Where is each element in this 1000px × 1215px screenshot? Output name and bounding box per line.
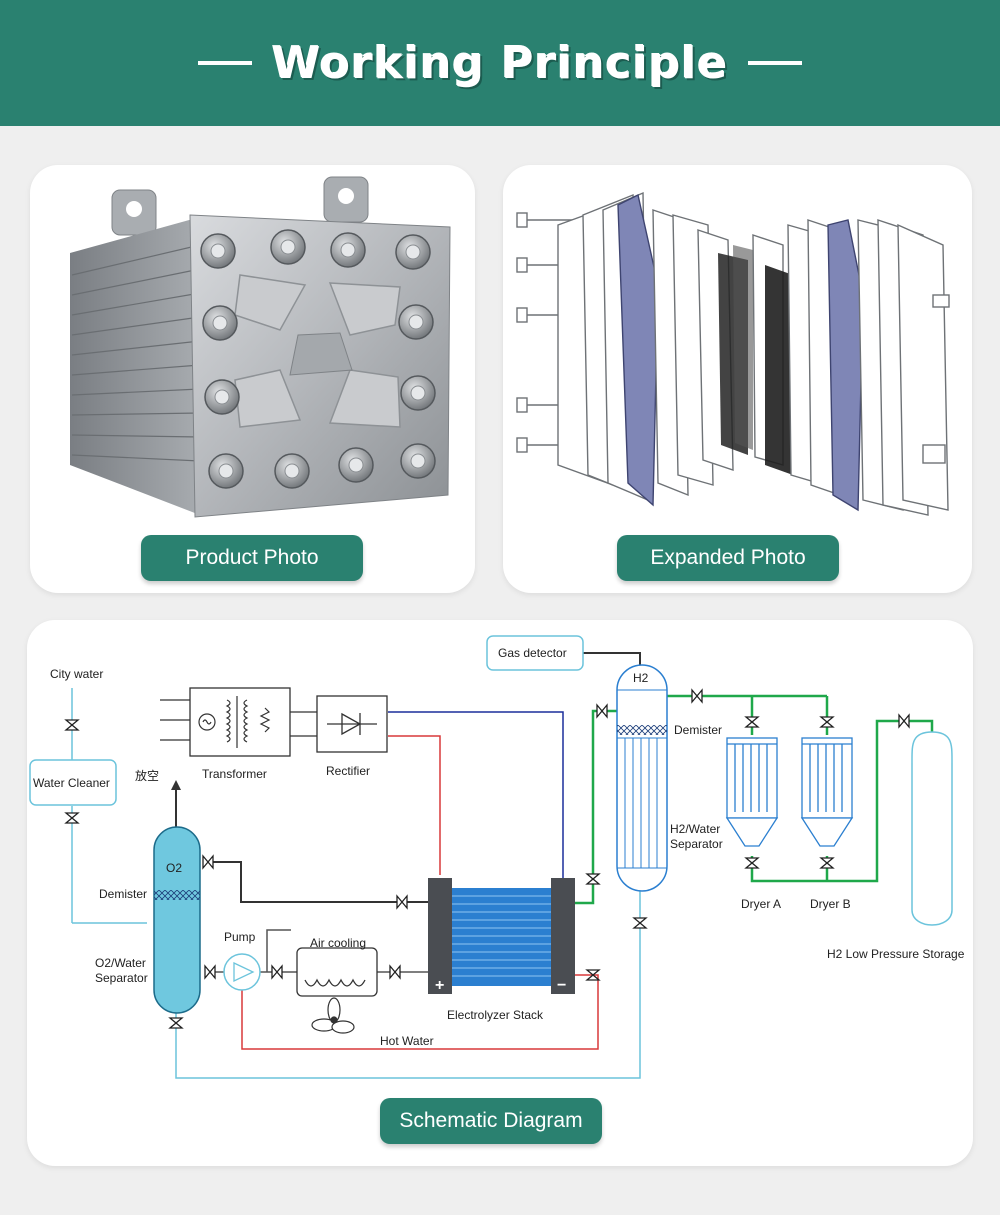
water-cleaner-box [29, 759, 117, 806]
city-water-label: City water [50, 667, 103, 681]
dryer-a [725, 737, 779, 847]
transformer-box [189, 687, 291, 757]
gas-detector-box [486, 635, 584, 671]
page-header: Working Principle [0, 0, 1000, 126]
dryer-b-label: Dryer B [810, 897, 851, 911]
product-photo-card: Product Photo [30, 165, 475, 593]
o2-label: O2 [166, 861, 182, 875]
stack-body [452, 888, 551, 986]
o2-separator-label-1: O2/Water [95, 956, 146, 970]
hot-water-label: Hot Water [380, 1034, 434, 1048]
expanded-photo-label: Expanded Photo [617, 535, 839, 581]
schematic-diagram-label: Schematic Diagram [380, 1098, 602, 1144]
o2-separator [153, 826, 201, 1014]
pump-icon [223, 953, 261, 991]
stack-plus-sign: + [435, 977, 444, 994]
product-photo [70, 176, 451, 518]
demister-left-label: Demister [99, 887, 147, 901]
o2-separator-label-2: Separator [95, 971, 148, 985]
stack-label: Electrolyzer Stack [447, 1008, 544, 1022]
expanded-photo-card: Expanded Photo [503, 165, 972, 593]
pump-label: Pump [224, 930, 256, 944]
storage-label: H2 Low Pressure Storage [827, 947, 965, 961]
dryer-a-label: Dryer A [741, 897, 781, 911]
schematic-card: + − [27, 620, 973, 1166]
gas-detector-label: Gas detector [498, 646, 567, 660]
title-dash-left [197, 61, 252, 65]
stack-left-end [428, 878, 452, 994]
vent-label: 放空 [135, 768, 159, 783]
h2-separator [616, 664, 668, 892]
h2-separator-label-2: Separator [670, 837, 723, 851]
rectifier-label: Rectifier [326, 764, 370, 778]
air-cooling-label: Air cooling [310, 936, 366, 950]
stack-minus-sign: − [557, 977, 566, 994]
transformer-label: Transformer [202, 767, 267, 781]
water-cleaner-label: Water Cleaner [33, 776, 110, 790]
schematic-diagram: + − [29, 635, 965, 1079]
dryer-b [800, 737, 854, 847]
product-photo-label: Product Photo [141, 535, 363, 581]
title-dash-right [748, 61, 803, 65]
demister-right-label: Demister [674, 723, 722, 737]
expanded-photo [516, 191, 950, 516]
fan-icon [311, 997, 355, 1034]
air-cooling-box [296, 947, 378, 997]
page-title: Working Principle [271, 37, 729, 89]
h2-storage-tank [911, 731, 953, 926]
h2-separator-label-1: H2/Water [670, 822, 720, 836]
stack-right-end [551, 878, 575, 994]
h2-label: H2 [633, 671, 649, 685]
